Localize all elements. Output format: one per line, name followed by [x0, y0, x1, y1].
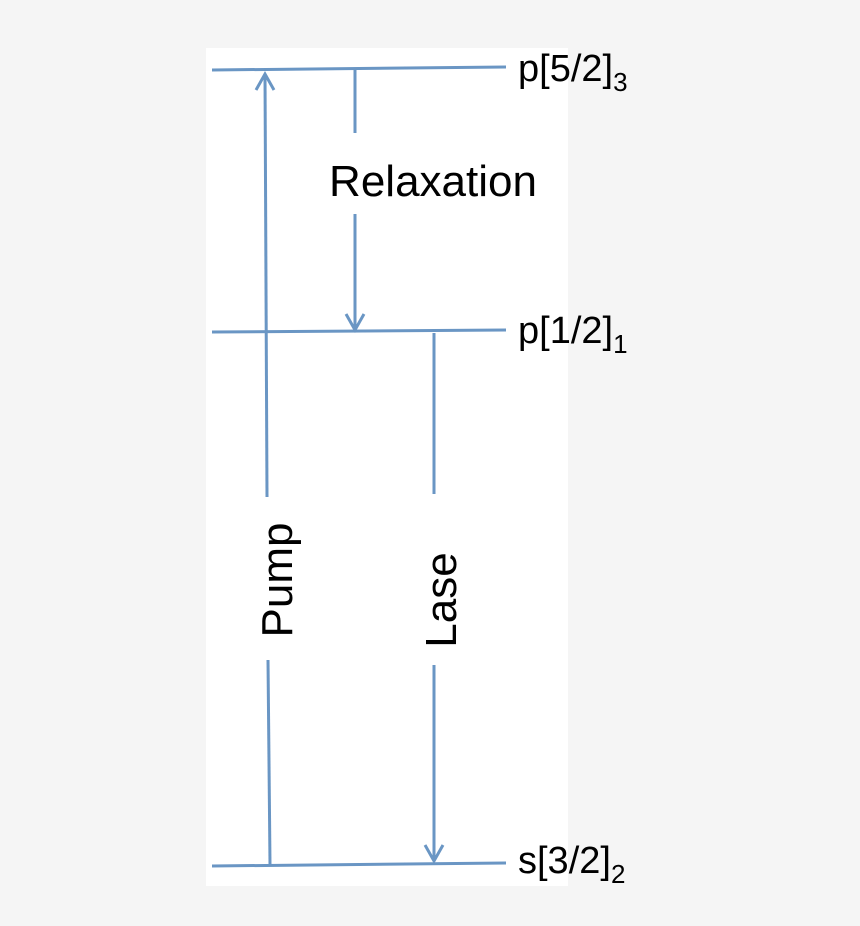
- level-line-s32: [211, 861, 507, 868]
- level-label-s32-sub: 2: [611, 859, 625, 889]
- level-label-p12: p[1/2]1: [518, 310, 628, 359]
- level-label-p52-base: p[5/2]: [518, 48, 613, 90]
- level-label-s32: s[3/2]2: [518, 840, 625, 889]
- pump-arrow-lower: [266, 659, 272, 865]
- level-label-p12-sub: 1: [613, 329, 627, 359]
- lase-label: Lase: [417, 552, 466, 647]
- pump-arrowhead: [254, 70, 276, 91]
- relaxation-arrowhead: [344, 313, 366, 334]
- level-label-p52: p[5/2]3: [518, 48, 628, 97]
- level-line-p12: [211, 328, 507, 334]
- pump-label: Pump: [253, 523, 302, 638]
- relaxation-label: Relaxation: [329, 157, 537, 206]
- lase-arrowhead: [423, 844, 445, 865]
- level-label-p12-base: p[1/2]: [518, 310, 613, 352]
- level-label-s32-base: s[3/2]: [518, 840, 611, 882]
- level-line-p52: [211, 65, 507, 72]
- level-label-p52-sub: 3: [613, 67, 627, 97]
- pump-arrow-upper: [263, 73, 269, 498]
